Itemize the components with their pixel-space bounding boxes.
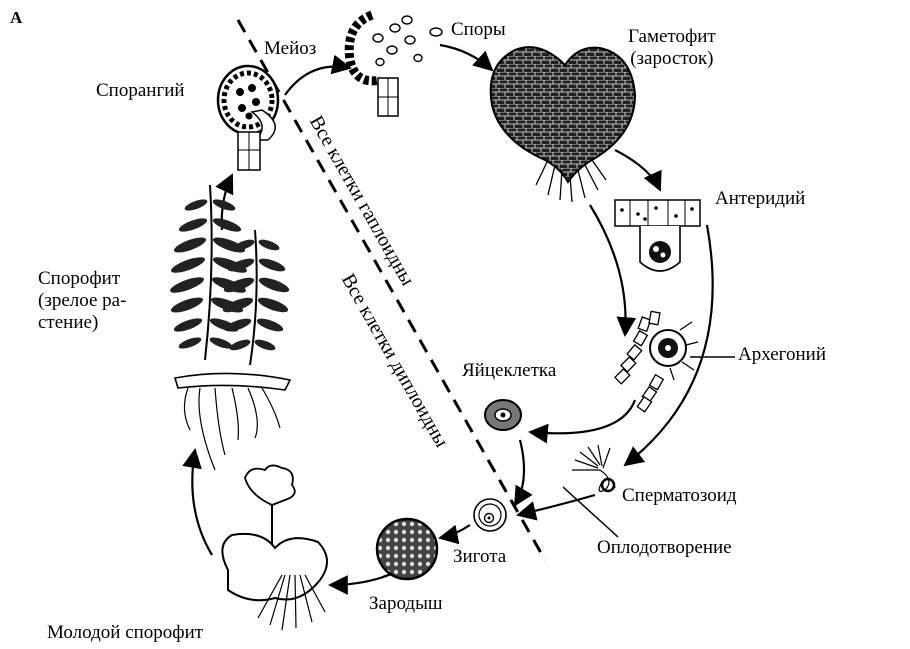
label-gametophyte: Гаметофит (заросток) [628, 26, 716, 70]
embryo-drawing [375, 517, 439, 581]
label-sporangium: Спорангий [96, 80, 185, 101]
ploidy-divider-line [236, 19, 547, 561]
arrow-zygote-to-embryo [438, 524, 471, 545]
young-sporophyte-drawing [221, 464, 328, 631]
label-meiosis: Мейоз [264, 38, 317, 59]
label-fertilization: Оплодотворение [597, 537, 732, 558]
arrow-spores-to-gametophyte [439, 43, 494, 72]
panel-letter: А [10, 8, 23, 27]
leader-lines [562, 356, 735, 538]
arrow-gametophyte-to-archegonium [589, 204, 637, 337]
opened-sporangium-drawing [344, 10, 443, 117]
arrow-archegonium-to-egg [528, 399, 637, 444]
antheridium-drawing [614, 199, 701, 272]
label-sporophyte-line1: Спорофит [38, 268, 121, 289]
arrow-young-to-mature-sporophyte [182, 448, 213, 556]
zygote-drawing [473, 498, 507, 532]
label-sporophyte-line3: стение) [38, 312, 99, 333]
label-antheridium: Антеридий [715, 188, 806, 209]
egg-cell-drawing [484, 399, 522, 431]
label-sperm: Сперматозоид [622, 485, 737, 506]
label-gametophyte-line2: (заросток) [630, 48, 714, 69]
sporangium-drawing [216, 64, 280, 171]
label-gametophyte-line1: Гаметофит [628, 26, 716, 47]
archegonium-drawing [614, 310, 699, 413]
label-young-sporophyte: Молодой спорофит [47, 622, 204, 643]
arrow-antheridium-to-sperm [623, 224, 714, 467]
arrow-egg-to-zygote [513, 439, 533, 507]
label-egg-cell: Яйцеклетка [462, 360, 557, 381]
label-spores: Споры [451, 19, 506, 40]
gametophyte-drawing [489, 46, 637, 203]
arrow-gametophyte-to-antheridium [614, 149, 662, 192]
label-embryo: Зародыш [369, 593, 443, 614]
arrow-sporangium-to-spores [284, 54, 352, 96]
arrow-sperm-to-zygote [516, 493, 596, 521]
label-sporophyte: Спорофит (зрелое ра- стение) [38, 268, 126, 334]
label-archegonium: Архегоний [738, 344, 827, 365]
label-zygote: Зигота [453, 546, 507, 567]
label-sporophyte-line2: (зрелое ра- [38, 290, 127, 311]
mature-sporophyte-drawing [169, 184, 292, 471]
sperm-drawing [572, 444, 616, 493]
